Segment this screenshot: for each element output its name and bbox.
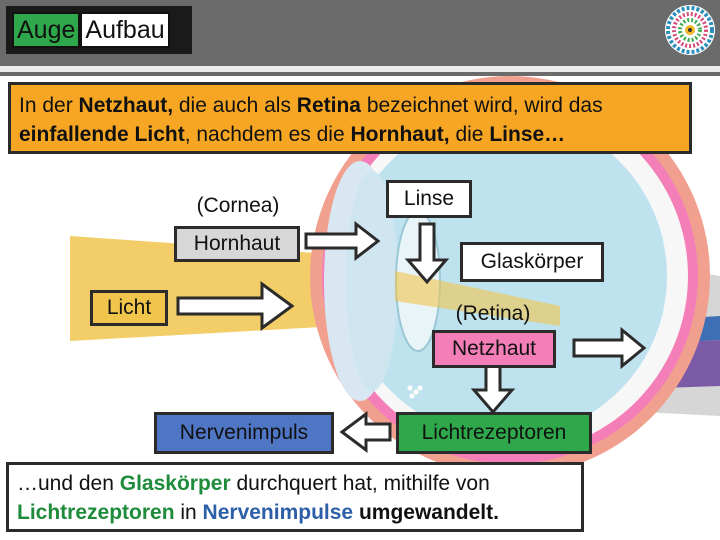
- intro-term-netzhaut: Netzhaut,: [78, 94, 174, 117]
- intro-text-5: die: [449, 123, 490, 146]
- intro-text-4: , nachdem es die: [184, 123, 351, 146]
- label-netzhaut: Netzhaut: [432, 330, 556, 368]
- intro-text-3: bezeichnet wird, wird das: [360, 94, 603, 117]
- receptor-dots: [407, 385, 423, 399]
- outro-text-3: in: [174, 501, 203, 524]
- intro-term-linse: Linse…: [489, 123, 566, 146]
- label-cornea: (Cornea): [184, 190, 292, 222]
- label-nervenimpuls: Nervenimpuls: [154, 412, 334, 454]
- outro-term-umgewandelt: umgewandelt.: [358, 501, 499, 524]
- intro-text-1: In der: [19, 94, 79, 117]
- title-aufbau: Aufbau: [80, 12, 170, 48]
- label-linse: Linse: [386, 180, 472, 218]
- arrow-licht-right: [176, 281, 295, 331]
- mandala-logo-icon: [665, 5, 715, 55]
- intro-term-retina: Retina: [296, 94, 361, 117]
- label-glaskoerper: Glaskörper: [460, 242, 604, 282]
- intro-term-hornhaut: Hornhaut,: [350, 123, 450, 146]
- slide-title: Auge Aufbau: [6, 6, 192, 54]
- intro-text-2: die auch als: [173, 94, 297, 117]
- intro-text-box: In der Netzhaut, die auch als Retina bez…: [8, 82, 692, 154]
- label-licht: Licht: [90, 290, 168, 326]
- intro-term-licht: einfallende Licht: [19, 123, 185, 146]
- light-beam-inner: [395, 271, 560, 326]
- outro-text-2: durchquert hat, mithilfe von: [230, 472, 490, 495]
- arrow-netzhaut-right: [572, 326, 647, 370]
- outro-term-lichtrezeptoren: Lichtrezeptoren: [17, 501, 175, 524]
- label-lichtrezeptoren: Lichtrezeptoren: [396, 412, 592, 454]
- arrow-linse-down: [404, 222, 450, 285]
- outro-text-1: …und den: [17, 472, 120, 495]
- arrow-hornhaut-to-linse: [304, 220, 381, 262]
- outro-text-box: …und den Glaskörper durchquert hat, mith…: [6, 462, 584, 532]
- outro-term-glaskoerper: Glaskörper: [119, 472, 231, 495]
- outro-term-nervenimpulse: Nervenimpulse: [202, 501, 354, 524]
- title-auge: Auge: [12, 12, 81, 48]
- header-divider: [0, 66, 720, 72]
- label-hornhaut: Hornhaut: [174, 226, 300, 262]
- label-retina: (Retina): [455, 302, 531, 325]
- arrow-netzhaut-down: [470, 362, 516, 415]
- arrow-to-nervenimpuls: [339, 411, 392, 453]
